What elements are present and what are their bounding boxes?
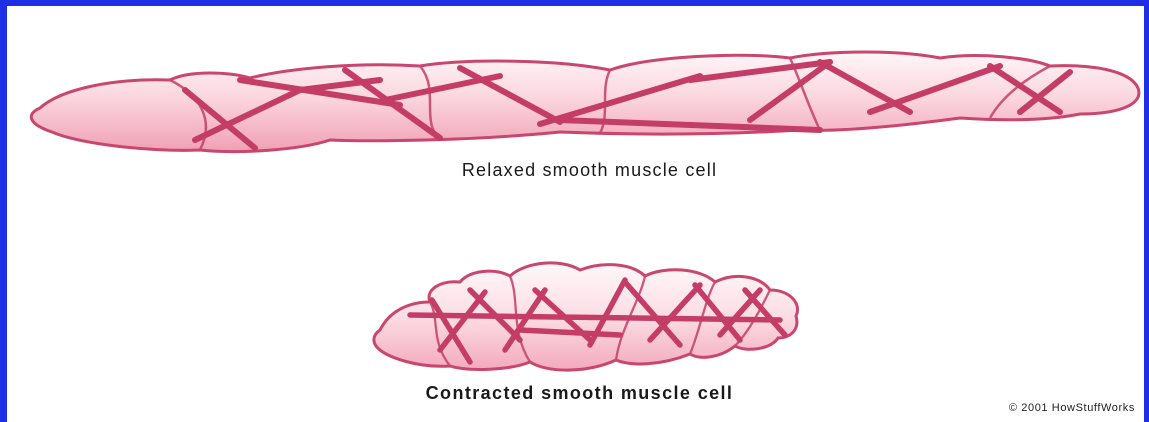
relaxed-cell-caption: Relaxed smooth muscle cell [0,160,1149,181]
copyright-credit: © 2001 HowStuffWorks [1009,402,1135,414]
relaxed-cell [31,52,1139,152]
contracted-cell-caption: Contracted smooth muscle cell [0,383,1149,404]
contracted-cell [374,263,798,370]
